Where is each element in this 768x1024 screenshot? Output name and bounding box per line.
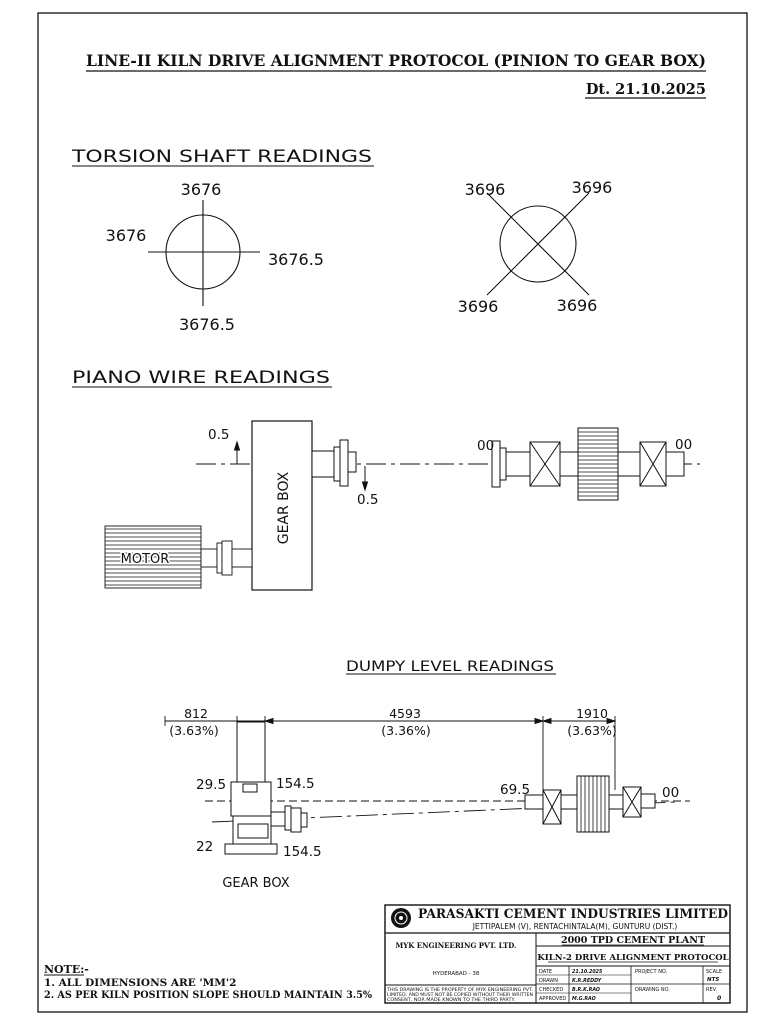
dumpy-heading: DUMPY LEVEL READINGS xyxy=(346,659,554,675)
piano-right-reading: 00 xyxy=(675,437,692,453)
cross-bottom-right-reading: 3696 xyxy=(557,296,598,315)
disclaimer-line-1: THIS DRAWING IS THE PROPERTY OF MYK ENGI… xyxy=(386,987,533,993)
torsion-cross-diagram xyxy=(486,192,590,296)
drawing-name: KILN-2 DRIVE ALIGNMENT PROTOCOL xyxy=(537,953,728,963)
piano-up-value: 0.5 xyxy=(208,427,229,443)
piano-down-arrow xyxy=(361,466,369,492)
piano-motor-label: MOTOR xyxy=(121,552,170,567)
dumpy-pinion-assembly xyxy=(524,775,656,833)
disclaimer-line-2: LIMITED. AND MUST NOT BE COPIED WITHOUT … xyxy=(387,992,533,998)
piano-up-arrow xyxy=(233,440,241,464)
cross-top-right-reading: 3696 xyxy=(572,178,613,197)
consultant-city: HYDERABAD - 38 xyxy=(433,971,480,977)
dim2-slope: (3.36%) xyxy=(381,723,430,738)
plant-name: 2000 TPD CEMENT PLANT xyxy=(561,935,705,946)
notes-heading: NOTE:- xyxy=(44,963,89,976)
dumpy-reading-pinion-right: 00 xyxy=(662,785,679,801)
dumpy-reading-bottom-left: 22 xyxy=(196,839,213,855)
dumpy-reading-top-left: 29.5 xyxy=(196,777,226,793)
dim2-value: 4593 xyxy=(389,706,421,721)
drawing-no-label: DRAWING NO. xyxy=(635,987,670,993)
dumpy-gearbox-label: GEAR BOX xyxy=(222,876,289,891)
dim1-value: 812 xyxy=(184,706,208,721)
piano-motor xyxy=(104,525,253,589)
rev-label: REV. xyxy=(706,987,717,993)
company-name: PARASAKTI CEMENT INDUSTRIES LIMITED xyxy=(418,907,728,922)
torsion-circle-diagram xyxy=(148,200,260,306)
date-label: DATE xyxy=(539,969,552,975)
piano-output-coupling xyxy=(311,439,357,487)
scale-value: NTS xyxy=(707,977,719,983)
dim3-value: 1910 xyxy=(576,706,608,721)
title-block xyxy=(384,904,731,1004)
dim1-slope: (3.63%) xyxy=(169,723,218,738)
dumpy-gearbox xyxy=(224,721,308,855)
piano-gearbox xyxy=(251,420,313,591)
dumpy-reading-pinion-left: 69.5 xyxy=(500,782,530,798)
date-value: 21.10.2025 xyxy=(572,969,603,975)
torsion-right-reading: 3676.5 xyxy=(268,250,324,269)
checked-value: B.R.K.RAO xyxy=(572,987,600,993)
checked-label: CHECKED xyxy=(539,987,563,993)
rev-value: 0 xyxy=(717,995,721,1002)
piano-left-reading: 00 xyxy=(477,438,494,454)
cross-top-left-reading: 3696 xyxy=(465,180,506,199)
company-logo xyxy=(391,908,411,928)
dim3-slope: (3.63%) xyxy=(567,723,616,738)
approved-value: M.G.RAO xyxy=(572,996,596,1002)
piano-pinion-assembly xyxy=(491,427,685,501)
torsion-top-reading: 3676 xyxy=(181,180,222,199)
drawn-value: K.R.REDDY xyxy=(572,978,602,984)
torsion-bottom-reading: 3676.5 xyxy=(179,315,235,334)
consultant-name: MYK ENGINEERING PVT. LTD. xyxy=(396,941,517,950)
approved-label: APPROVED xyxy=(539,996,566,1002)
drawing-title: LINE-II KILN DRIVE ALIGNMENT PROTOCOL (P… xyxy=(86,51,706,70)
torsion-heading: TORSION SHAFT READINGS xyxy=(71,147,372,167)
disclaimer-line-3: CONSENT, NOR MADE KNOWN TO THE THIRD PAR… xyxy=(387,997,515,1003)
scale-label: SCALE xyxy=(706,969,722,975)
piano-heading: PIANO WIRE READINGS xyxy=(72,368,330,388)
project-no-label: PROJECT NO. xyxy=(635,969,668,975)
drawing-date: Dt. 21.10.2025 xyxy=(586,81,706,98)
dumpy-reading-top-right: 154.5 xyxy=(276,776,315,792)
company-address: JETTIPALEM (V), RENTACHINTALA(M), GUNTUR… xyxy=(472,922,678,931)
cross-bottom-left-reading: 3696 xyxy=(458,297,499,316)
drawn-label: DRAWN xyxy=(539,978,558,984)
note-item-2: 2. AS PER KILN POSITION SLOPE SHOULD MAI… xyxy=(44,989,372,1001)
piano-down-value: 0.5 xyxy=(357,492,378,508)
note-item-1: 1. ALL DIMENSIONS ARE 'MM'2 xyxy=(44,977,236,989)
piano-gearbox-label: GEAR BOX xyxy=(276,471,292,544)
torsion-left-reading: 3676 xyxy=(106,226,147,245)
dumpy-reading-bottom-right: 154.5 xyxy=(283,844,322,860)
sheet-border xyxy=(37,12,748,1013)
